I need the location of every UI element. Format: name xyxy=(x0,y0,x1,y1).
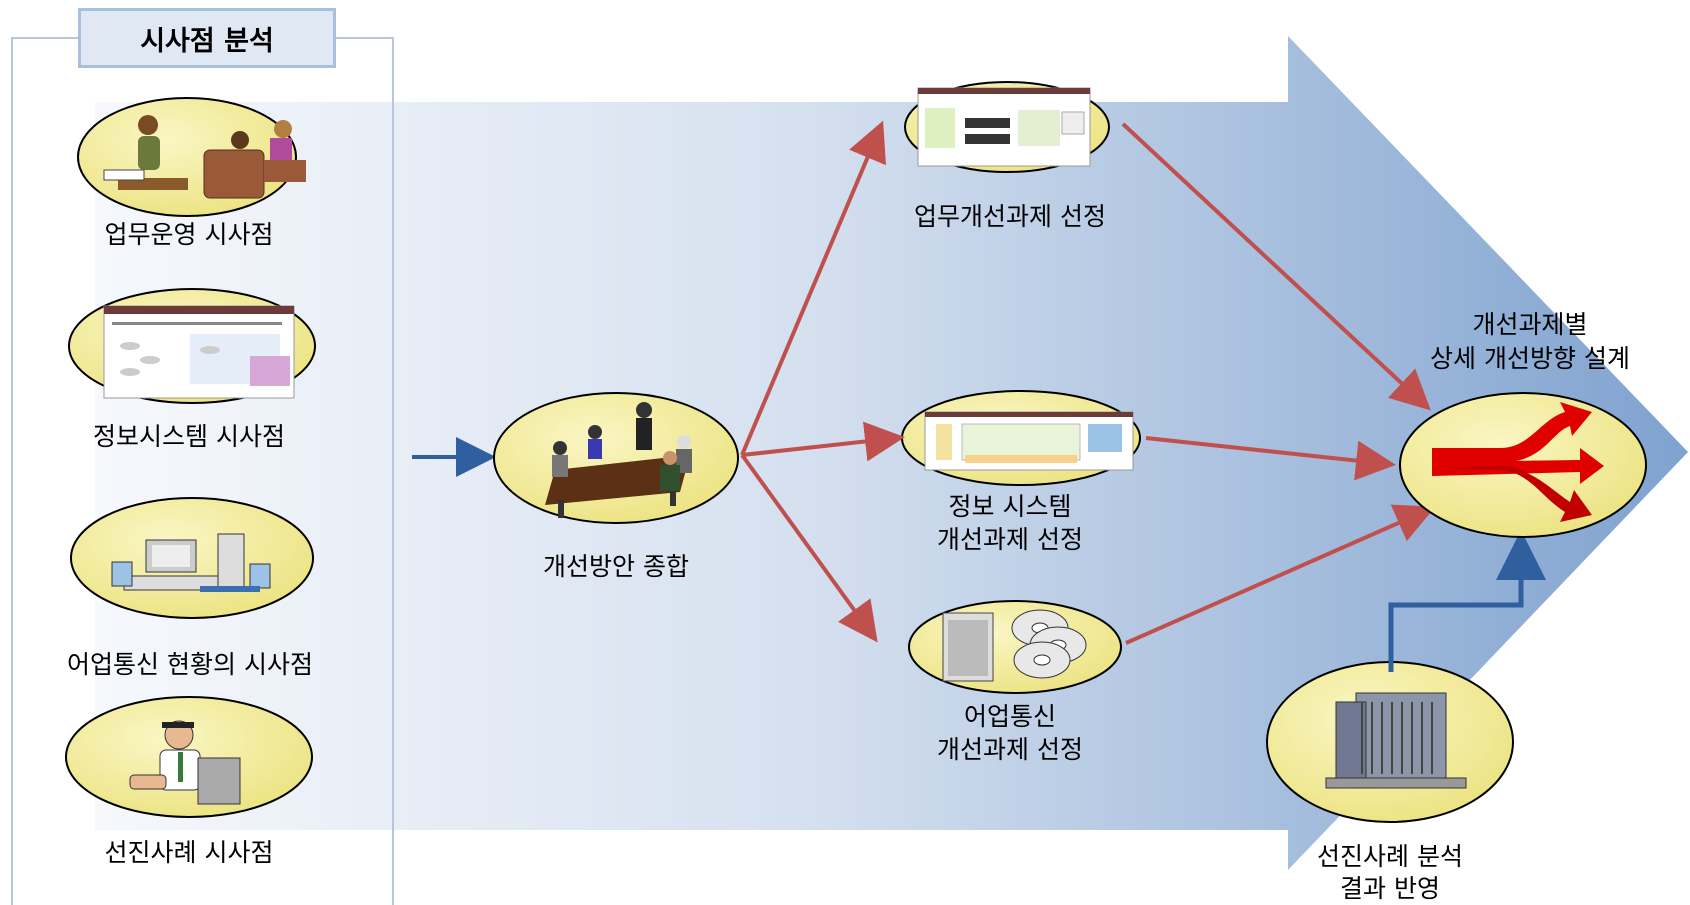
task-1-ellipse xyxy=(904,81,1110,173)
server-discs-icon xyxy=(942,609,1087,682)
arrow-center-to-task-3 xyxy=(740,453,878,643)
analysis-panel-frame xyxy=(11,37,394,905)
office-building-icon xyxy=(1325,692,1467,789)
center-ellipse xyxy=(493,392,739,524)
meeting-people-icon xyxy=(103,115,306,199)
arrow-task-3-to-result xyxy=(1125,504,1436,645)
left-item-2-label: 정보시스템 시사점 xyxy=(93,422,285,451)
left-item-1-label: 업무운영 시사점 xyxy=(104,220,274,249)
system-diagram-icon xyxy=(924,411,1134,471)
benchmark-label-line2: 결과 반영 xyxy=(1340,874,1440,903)
computer-network-icon xyxy=(111,533,271,592)
left-item-2-ellipse xyxy=(68,288,316,404)
arrow-benchmark-to-result xyxy=(1388,530,1546,672)
arrow-center-to-task-2 xyxy=(741,421,905,462)
benchmark-ellipse xyxy=(1266,661,1514,823)
man-at-computer-icon xyxy=(129,720,241,805)
task-3-ellipse xyxy=(908,600,1122,694)
red-arrows-icon xyxy=(1432,402,1604,522)
left-item-1-ellipse xyxy=(77,97,306,217)
left-item-3-label: 어업통신 현황의 시사점 xyxy=(67,650,313,679)
benchmark-label-line1: 선진사례 분석 xyxy=(1317,842,1463,871)
task-2-label-line1: 정보 시스템 xyxy=(948,492,1072,521)
task-3-label-line1: 어업통신 xyxy=(963,702,1056,731)
result-ellipse xyxy=(1399,392,1647,538)
center-label: 개선방안 종합 xyxy=(543,552,689,581)
task-1-label: 업무개선과제 선정 xyxy=(914,202,1106,231)
result-label-line2: 상세 개선방향 설계 xyxy=(1430,344,1630,373)
task-2-ellipse xyxy=(901,390,1141,486)
task-2-label-line2: 개선과제 선정 xyxy=(937,525,1083,554)
result-label-line1: 개선과제별 xyxy=(1472,310,1588,339)
arrow-task-1-to-result xyxy=(1121,122,1431,411)
arrow-center-to-task-1 xyxy=(740,120,886,456)
left-item-4-ellipse xyxy=(65,696,313,818)
task-3-label-line2: 개선과제 선정 xyxy=(937,735,1083,764)
arrow-task-2-to-result xyxy=(1145,436,1396,481)
business-document-icon xyxy=(917,87,1091,167)
analysis-panel-title: 시사점 분석 xyxy=(78,8,336,68)
conference-table-icon xyxy=(545,402,692,518)
left-item-4-label: 선진사례 시사점 xyxy=(104,838,274,867)
system-document-icon xyxy=(103,305,295,399)
left-item-3-ellipse xyxy=(70,497,314,619)
